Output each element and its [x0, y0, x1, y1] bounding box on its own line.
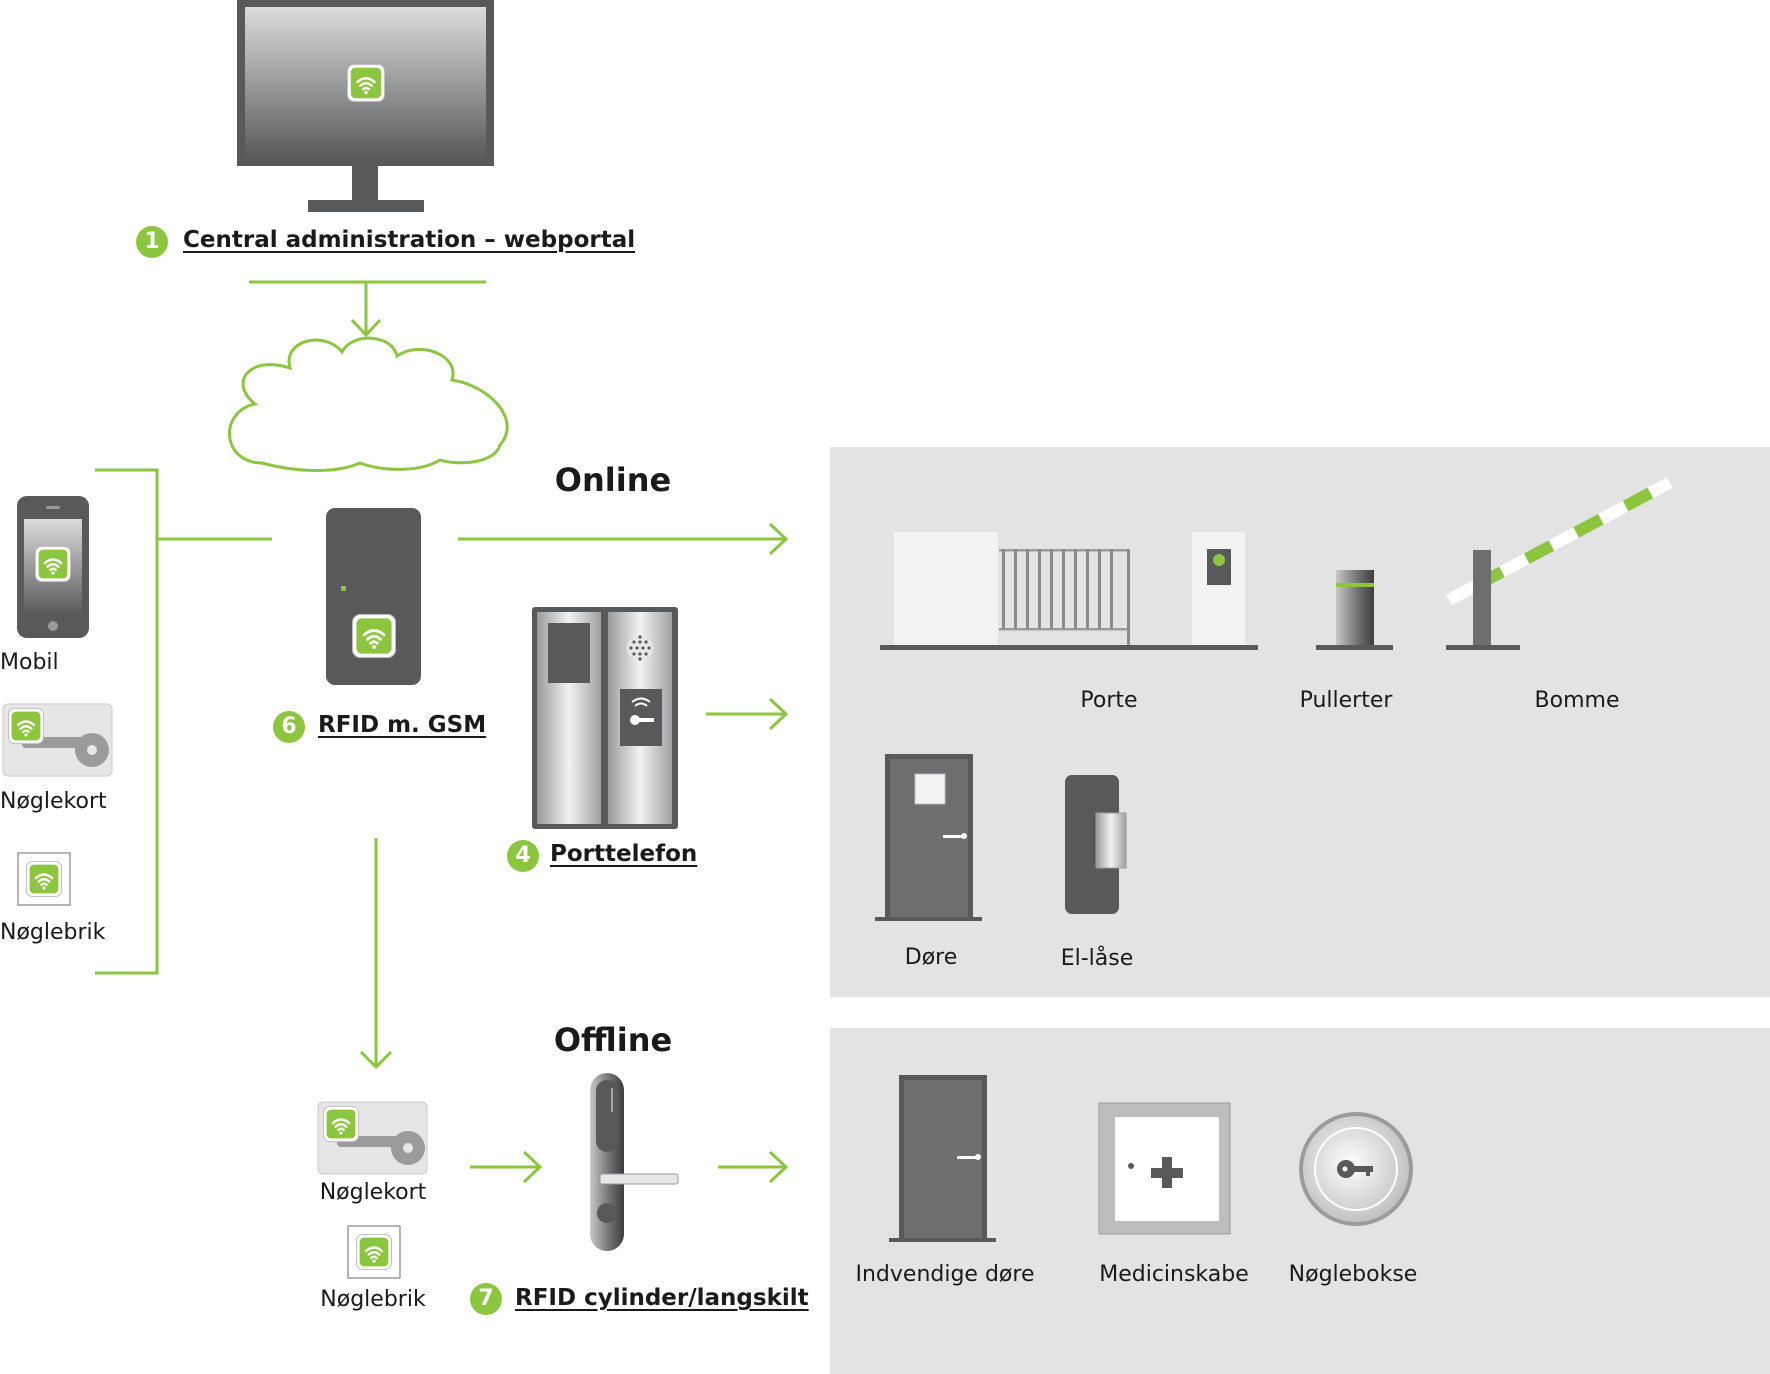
offline-keycard-label: Nøglekort [319, 1180, 427, 1205]
mobile-label: Mobil [0, 650, 59, 675]
rfid-gsm-link[interactable]: RFID m. GSM [318, 712, 487, 738]
offline-keyfob-label: Nøglebrik [320, 1287, 426, 1312]
target-doors-label: Døre [904, 945, 958, 970]
target-electric-locks-label: El-låse [1060, 946, 1134, 971]
online-heading: Online [554, 461, 672, 499]
target-interior-doors-label: Indvendige døre [855, 1262, 1035, 1287]
target-medicine-cabinets-label: Medicinskabe [1099, 1262, 1249, 1287]
keyfob-label: Nøglebrik [0, 920, 106, 945]
step-7-badge: 7 [470, 1283, 502, 1315]
central-administration-link[interactable]: Central administration – webportal [183, 227, 636, 253]
target-gates-label: Porte [1080, 688, 1138, 713]
step-1-badge: 1 [136, 226, 168, 258]
target-bollards-label: Pullerter [1299, 688, 1393, 713]
target-barriers-label: Bomme [1534, 688, 1620, 713]
keycard-label: Nøglekort [0, 789, 107, 814]
porttelefon-link[interactable]: Porttelefon [550, 841, 698, 867]
step-4-badge: 4 [507, 840, 539, 872]
offline-heading: Offline [553, 1021, 673, 1059]
target-key-boxes-label: Nøglebokse [1288, 1262, 1418, 1287]
step-6-badge: 6 [273, 711, 305, 743]
rfid-cylinder-link[interactable]: RFID cylinder/langskilt [515, 1285, 809, 1311]
